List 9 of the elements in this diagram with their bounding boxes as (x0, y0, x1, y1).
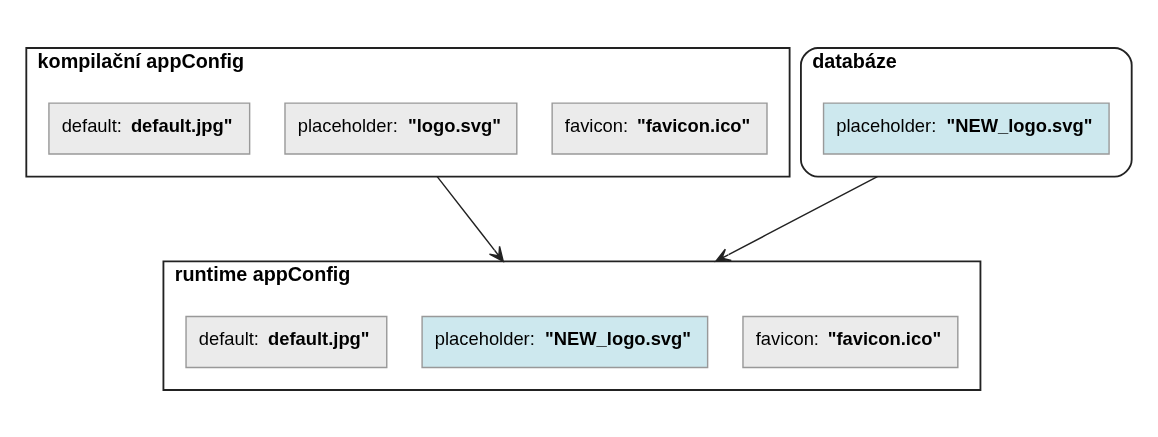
node-box: favicon: "favicon.ico" (742, 315, 959, 368)
arrow (436, 175, 504, 262)
node-box: placeholder: "NEW_logo.svg" (421, 315, 709, 368)
arrow (715, 175, 879, 262)
node-box: default: default.jpg" (185, 315, 388, 368)
node-box: placeholder: "NEW_logo.svg" (822, 101, 1110, 155)
node-box: placeholder: "logo.svg" (284, 101, 518, 155)
node-box: default: default.jpg" (48, 101, 251, 155)
node-box: favicon: "favicon.ico" (551, 101, 768, 155)
